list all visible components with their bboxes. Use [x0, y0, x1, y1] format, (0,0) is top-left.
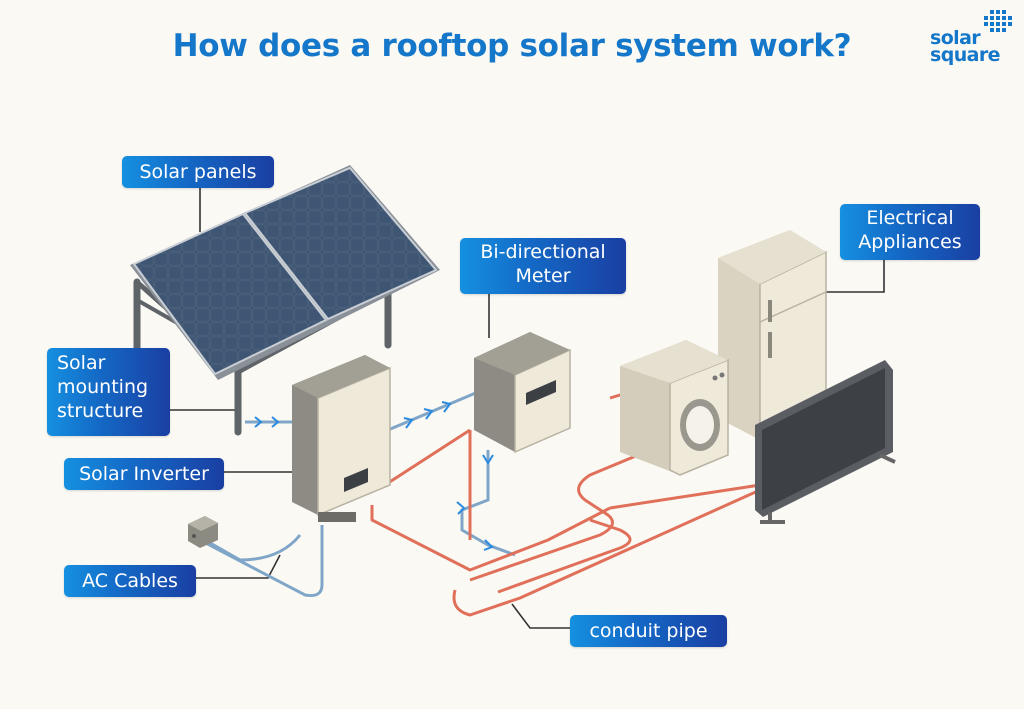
- label-meter-line-1: Bi-directional: [480, 241, 606, 263]
- washing-machine: [620, 340, 729, 476]
- logo-text-solar: solar: [930, 27, 981, 49]
- logo-grid-icon: [984, 10, 1012, 32]
- label-meter-line-2: Meter: [515, 265, 571, 287]
- label-solar-mounting-structure: Solar mounting structure: [47, 348, 170, 436]
- label-conduit-pipe: conduit pipe: [570, 615, 727, 647]
- solarsquare-logo: solar square: [930, 10, 1016, 72]
- label-mounting-line-2: mounting: [57, 376, 149, 398]
- ac-junction-box: [188, 516, 218, 548]
- leader-lines: [170, 185, 885, 629]
- label-electrical-appliances: Electrical Appliances: [840, 204, 980, 260]
- label-appliances-line-2: Appliances: [858, 231, 962, 253]
- label-bi-directional-meter: Bi-directional Meter: [460, 238, 626, 294]
- page-title: How does a rooftop solar system work?: [172, 28, 852, 64]
- label-mounting-line-3: structure: [57, 400, 144, 422]
- solar-inverter: [292, 355, 391, 522]
- flow-arrows: [254, 401, 494, 551]
- label-appliances-line-1: Electrical: [866, 207, 954, 229]
- bi-directional-meter: [474, 332, 571, 454]
- solar-panels: [130, 165, 440, 380]
- label-ac-cables: AC Cables: [64, 565, 196, 597]
- refrigerator: [718, 230, 827, 442]
- television: [755, 360, 896, 524]
- label-solar-panels: Solar panels: [122, 156, 274, 188]
- label-mounting-line-1: Solar: [57, 352, 106, 374]
- label-solar-inverter: Solar Inverter: [64, 458, 224, 490]
- logo-text-square: square: [930, 44, 1001, 66]
